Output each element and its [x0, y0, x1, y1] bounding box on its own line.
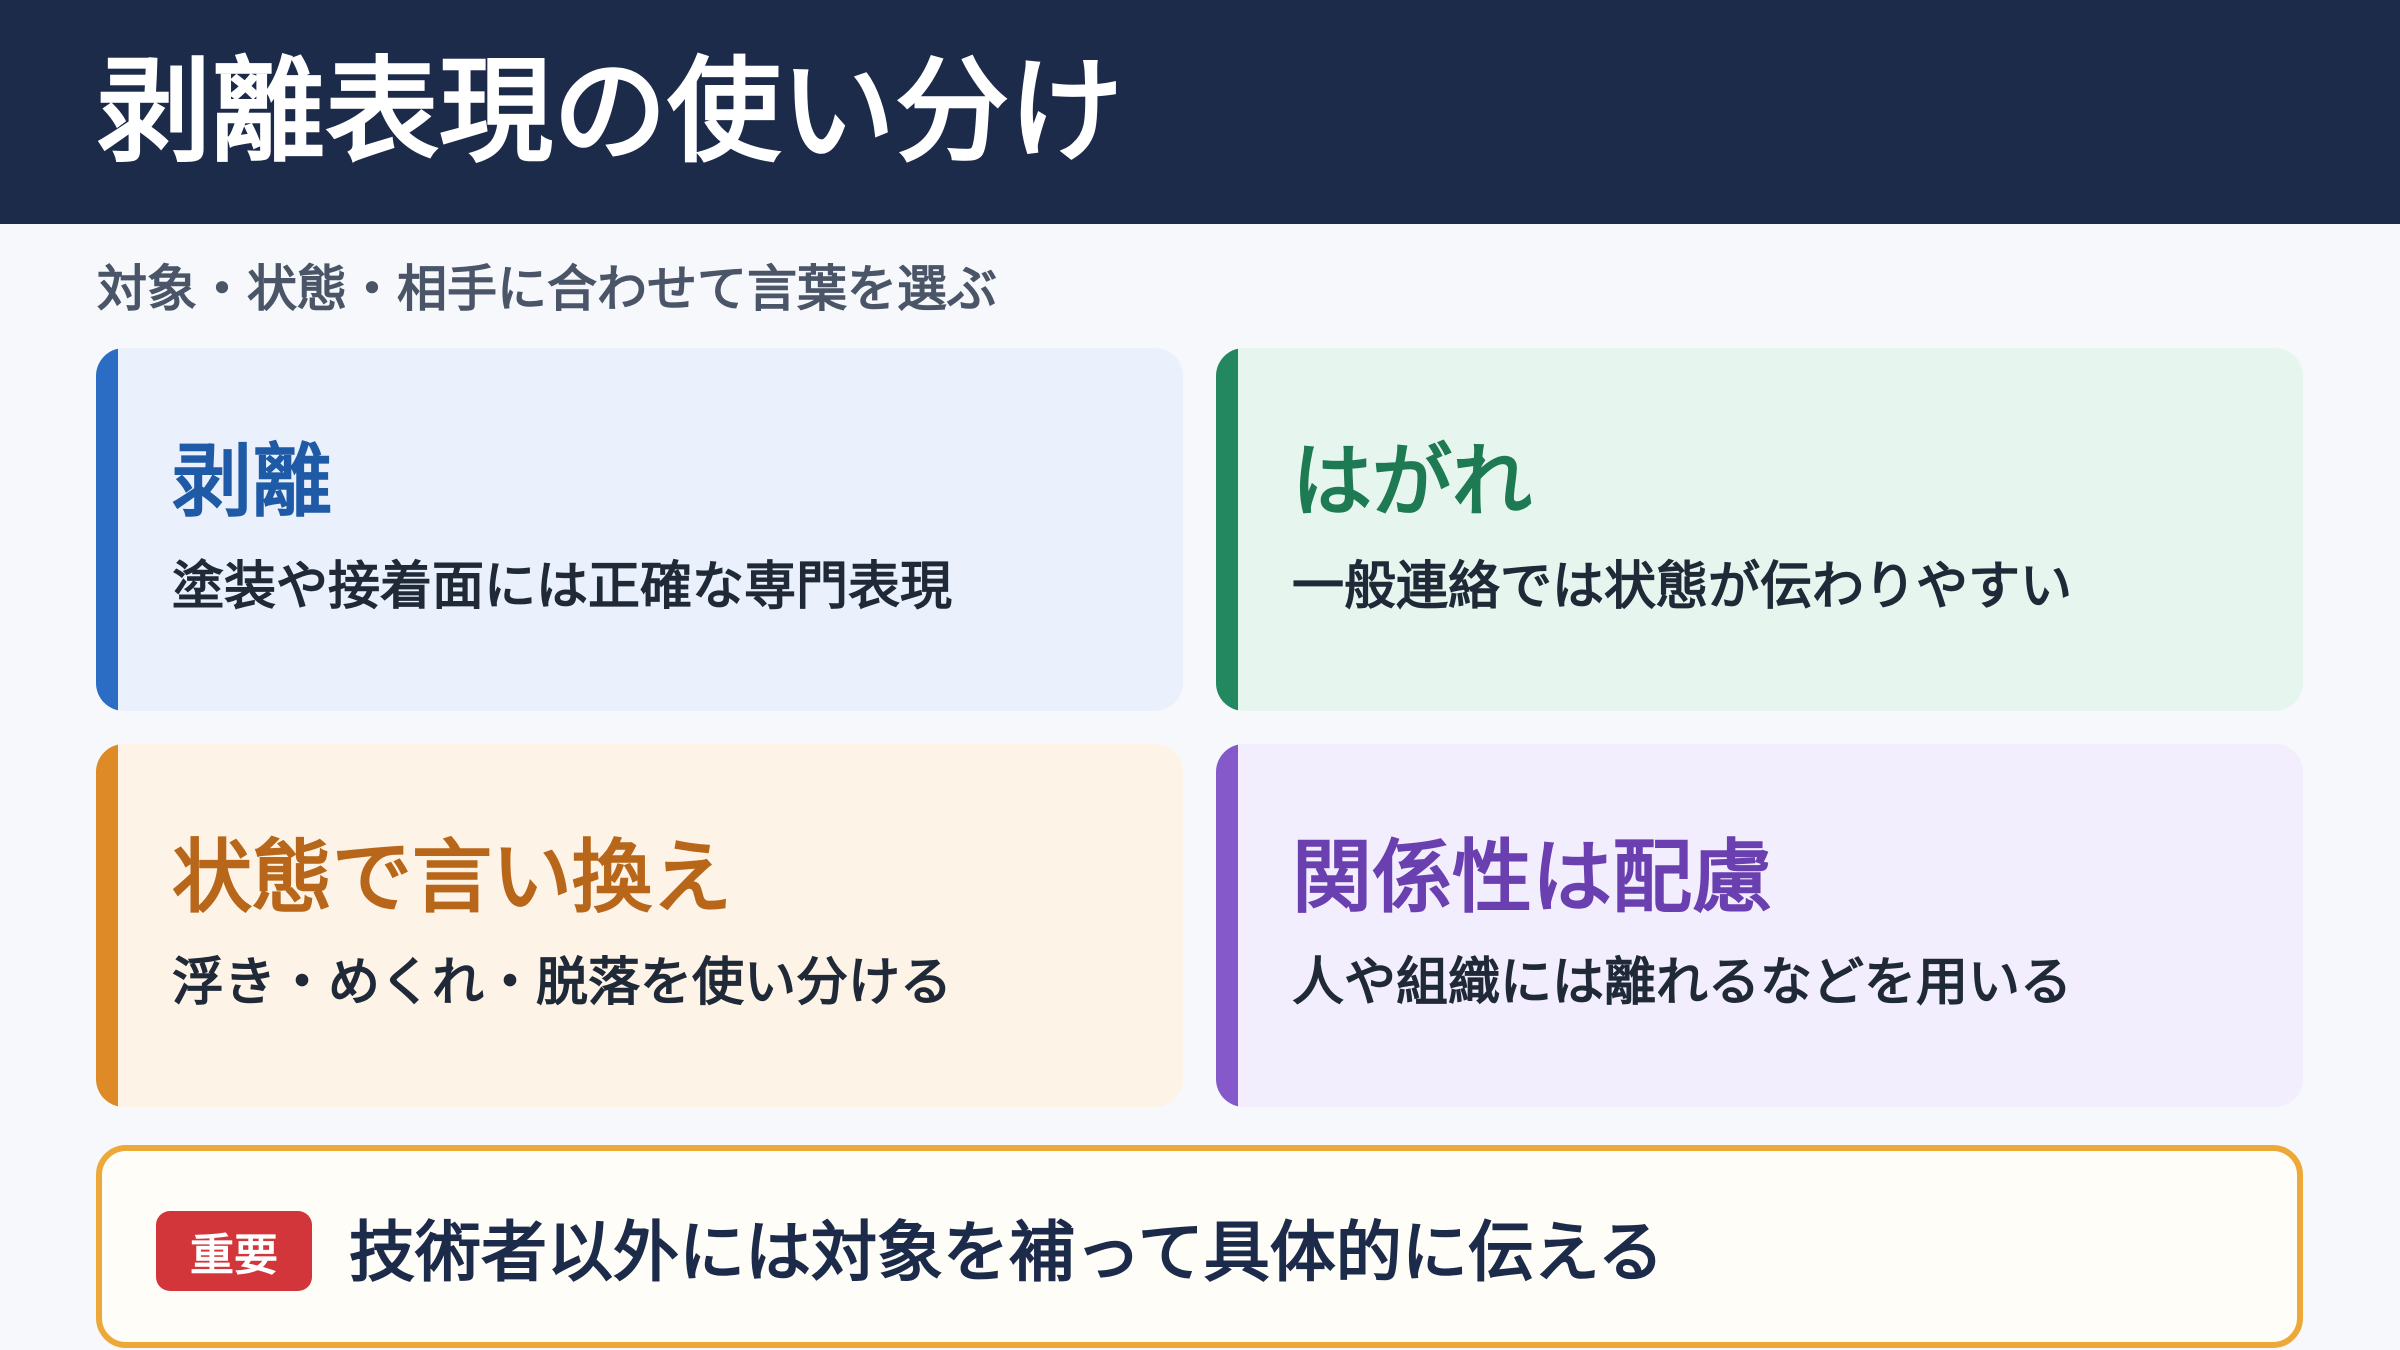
card-description: 浮き・めくれ・脱落を使い分ける — [172, 953, 953, 1013]
card-title: 剥離 — [172, 435, 332, 528]
important-note: 重要 技術者以外には対象を補って具体的に伝える — [96, 1145, 2303, 1348]
card-relationship-care: 関係性は配慮 人や組織には離れるなどを用いる — [1216, 744, 2303, 1107]
important-badge: 重要 — [156, 1211, 312, 1291]
card-title: 状態で言い換え — [172, 831, 732, 924]
card-accent-bar — [96, 744, 118, 1107]
card-rephrase-by-state: 状態で言い換え 浮き・めくれ・脱落を使い分ける — [96, 744, 1183, 1107]
card-accent-bar — [1216, 744, 1238, 1107]
card-description: 人や組織には離れるなどを用いる — [1292, 953, 2073, 1013]
header-bar: 剥離表現の使い分け — [0, 0, 2400, 224]
page-title: 剥離表現の使い分け — [97, 45, 1124, 178]
card-title: はがれ — [1292, 435, 1532, 528]
card-accent-bar — [96, 348, 118, 711]
card-hakuri: 剥離 塗装や接着面には正確な専門表現 — [96, 348, 1183, 711]
page-subtitle: 対象・状態・相手に合わせて言葉を選ぶ — [97, 260, 997, 318]
card-title: 関係性は配慮 — [1292, 831, 1772, 924]
card-accent-bar — [1216, 348, 1238, 711]
card-description: 塗装や接着面には正確な専門表現 — [172, 557, 953, 617]
card-hagare: はがれ 一般連絡では状態が伝わりやすい — [1216, 348, 2303, 711]
important-note-text: 技術者以外には対象を補って具体的に伝える — [349, 1214, 1664, 1291]
card-description: 一般連絡では状態が伝わりやすい — [1292, 557, 2073, 617]
